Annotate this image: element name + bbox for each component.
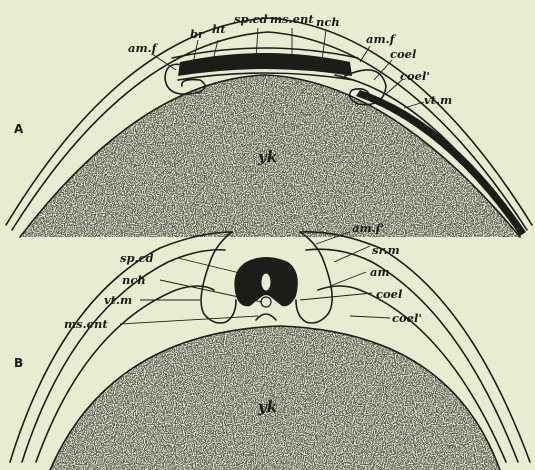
- panel-b-label-vt-m: vt.m: [104, 293, 132, 307]
- panel-a-label-ms-ent: ms.ent: [270, 12, 314, 26]
- panel-a-label-br: br: [190, 27, 205, 41]
- panel-b-notochord: [261, 297, 271, 307]
- panel-b-neural-canal: [261, 273, 271, 291]
- panel-b-label-sr-m: sr.m: [372, 243, 400, 257]
- panel-b-label-yk: yk: [257, 398, 277, 416]
- panel-b-label-coel: coel: [376, 287, 403, 301]
- panel-a-label-ht: ht: [212, 22, 226, 36]
- panel-a-label-coel-prime: coel': [400, 69, 430, 83]
- panel-b-label-sp-cd: sp.cd: [120, 251, 154, 265]
- panel-b-label-coel-prime: coel': [392, 311, 422, 325]
- panel-a-label-am-f-right: am.f: [366, 32, 397, 46]
- panel-a-label-nch: nch: [316, 15, 340, 29]
- panel-b-label-ms-ent: ms.ent: [64, 317, 108, 331]
- panel-b-label-nch: nch: [122, 273, 146, 287]
- panel-a-label-coel: coel: [390, 47, 417, 61]
- panel-a-letter: A: [14, 122, 24, 136]
- panel-b-label-am: am: [370, 265, 390, 279]
- panel-a-label-sp-cd: sp.cd: [234, 12, 268, 26]
- panel-a-label-am-f-left: am.f: [128, 41, 159, 55]
- panel-a-label-yk: yk: [257, 148, 277, 166]
- panel-a-label-vt-m: vt.m: [424, 93, 452, 107]
- panel-b-label-am-f-prime: am.f': [352, 221, 384, 235]
- panel-b-letter: B: [14, 356, 23, 370]
